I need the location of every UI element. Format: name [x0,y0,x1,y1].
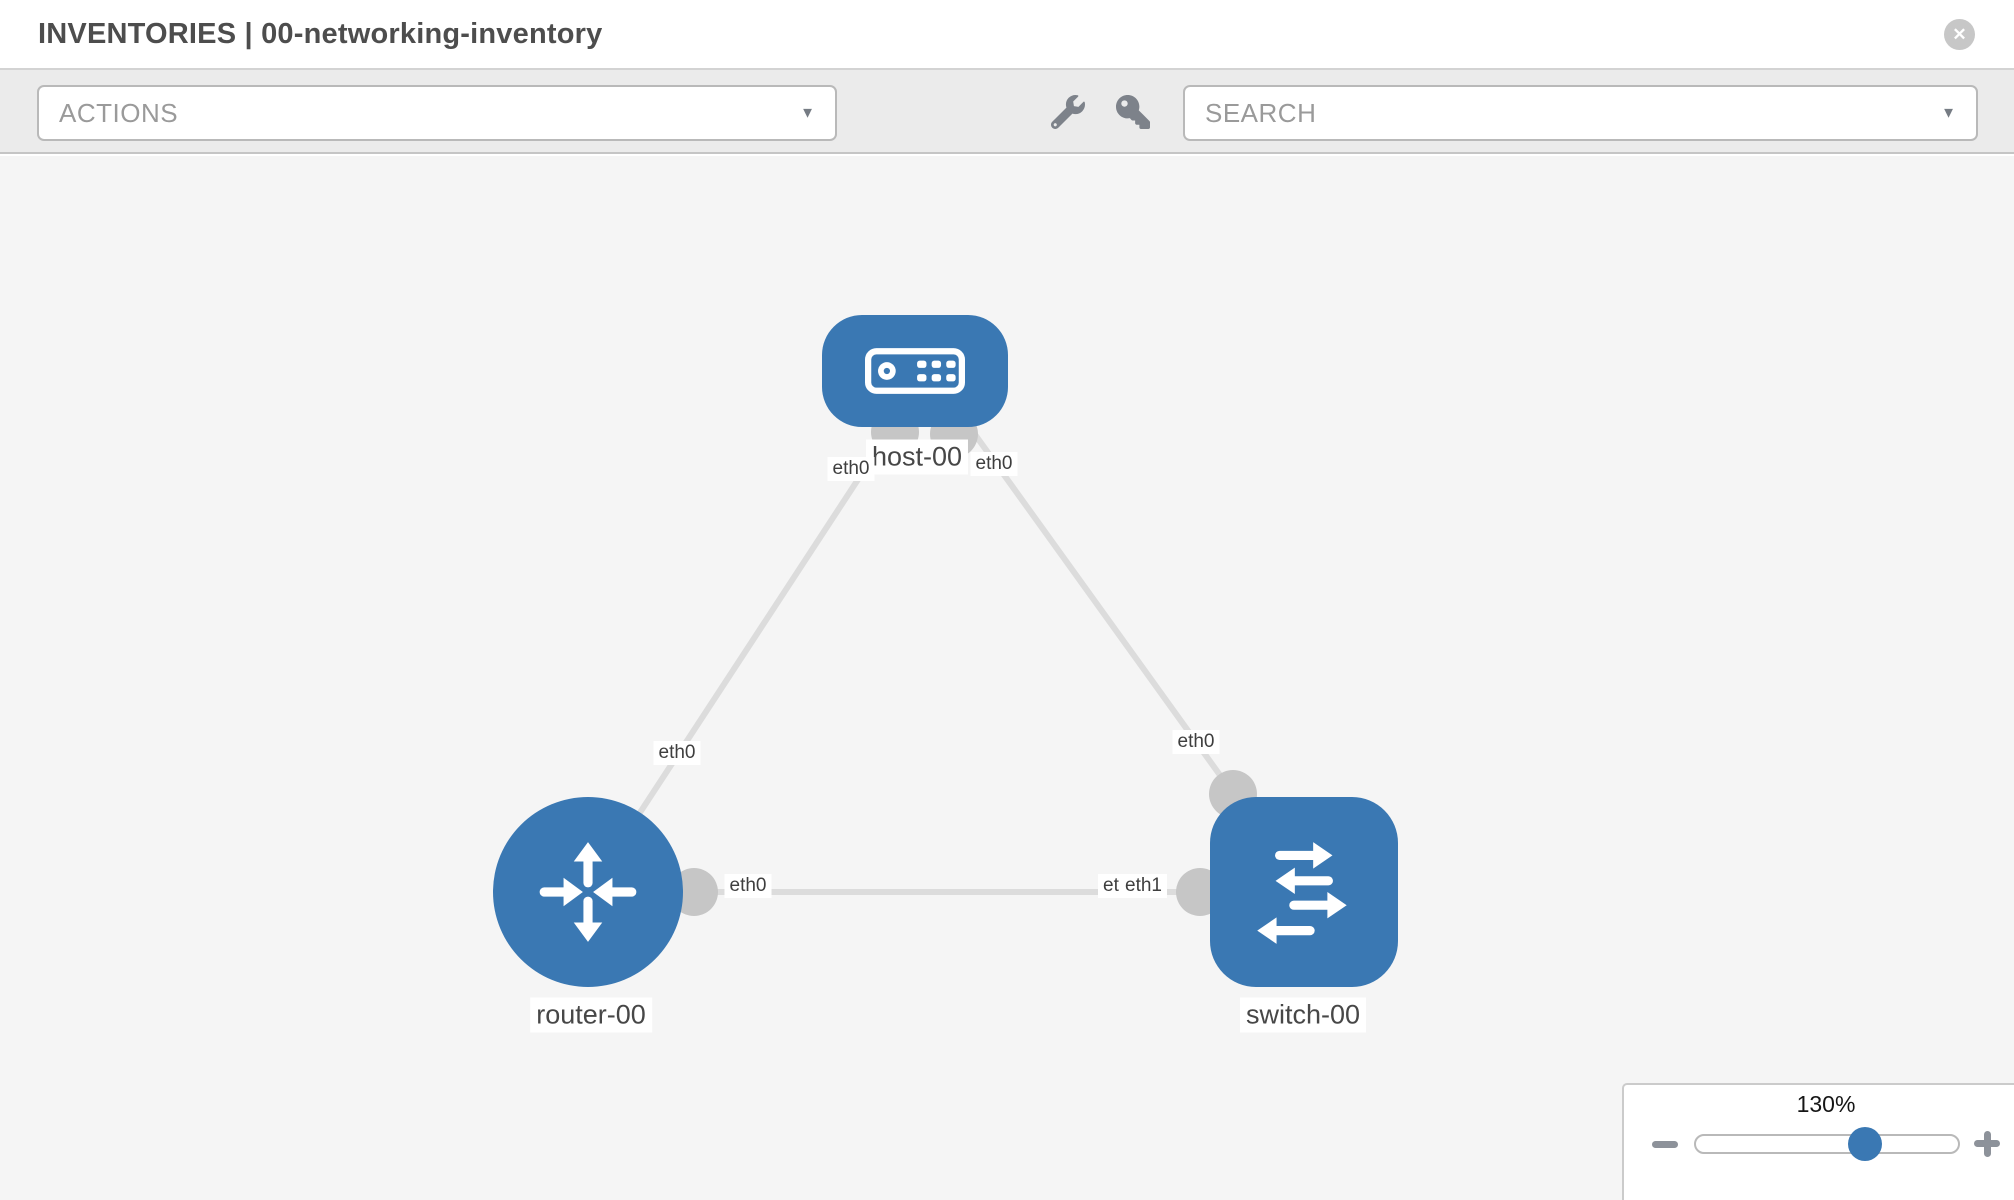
router-icon [539,842,637,942]
configure-button[interactable] [1045,83,1091,141]
interface-label-router-eth0-to-host: eth0 [653,741,701,765]
wrench-icon [1051,95,1085,129]
zoom-control: 130% [1622,1083,2014,1200]
node-label-host: host-00 [865,439,969,475]
interface-label-host-eth0-to-switch: eth0 [970,452,1018,476]
zoom-slider-thumb[interactable] [1848,1127,1882,1161]
node-switch[interactable] [1210,797,1398,987]
topology-canvas[interactable]: host-00 router-00 switch-00 eth0 eth0 et… [0,156,2014,1200]
toolbar: ACTIONS ▼ SEARCH ▼ [0,70,2014,154]
interface-label-switch-eth0-to-host: eth0 [1172,730,1220,754]
host-icon [865,348,965,394]
search-dropdown-label: SEARCH [1205,97,1317,128]
page-title: INVENTORIES | 00-networking-inventory [38,18,603,50]
credentials-button[interactable] [1110,83,1156,141]
actions-dropdown-label: ACTIONS [59,97,179,128]
zoom-slider-track[interactable] [1694,1134,1960,1154]
minus-icon [1652,1141,1678,1148]
header: INVENTORIES | 00-networking-inventory ✕ [0,0,2014,70]
node-host[interactable] [822,315,1008,427]
key-icon [1116,95,1150,129]
switch-icon [1257,842,1347,944]
zoom-level-value: 130% [1796,1091,1856,1117]
actions-dropdown[interactable]: ACTIONS ▼ [37,85,837,141]
node-label-switch: switch-00 [1239,997,1367,1033]
close-icon: ✕ [1952,25,1967,44]
node-router[interactable] [493,797,683,987]
interface-label-router-eth0-to-switch: eth0 [724,874,772,898]
chevron-down-icon: ▼ [1941,104,1956,122]
links-layer [585,395,1307,916]
interface-label-host-eth0-to-router: eth0 [827,457,875,481]
node-label-router: router-00 [530,997,652,1033]
interface-label-switch-eth1-to-router: eth1 [1120,874,1167,898]
search-dropdown[interactable]: SEARCH ▼ [1183,85,1978,141]
zoom-in-button[interactable] [1972,1129,2002,1159]
chevron-down-icon: ▼ [800,104,815,122]
close-button[interactable]: ✕ [1944,19,1975,50]
zoom-out-button[interactable] [1648,1131,1682,1157]
